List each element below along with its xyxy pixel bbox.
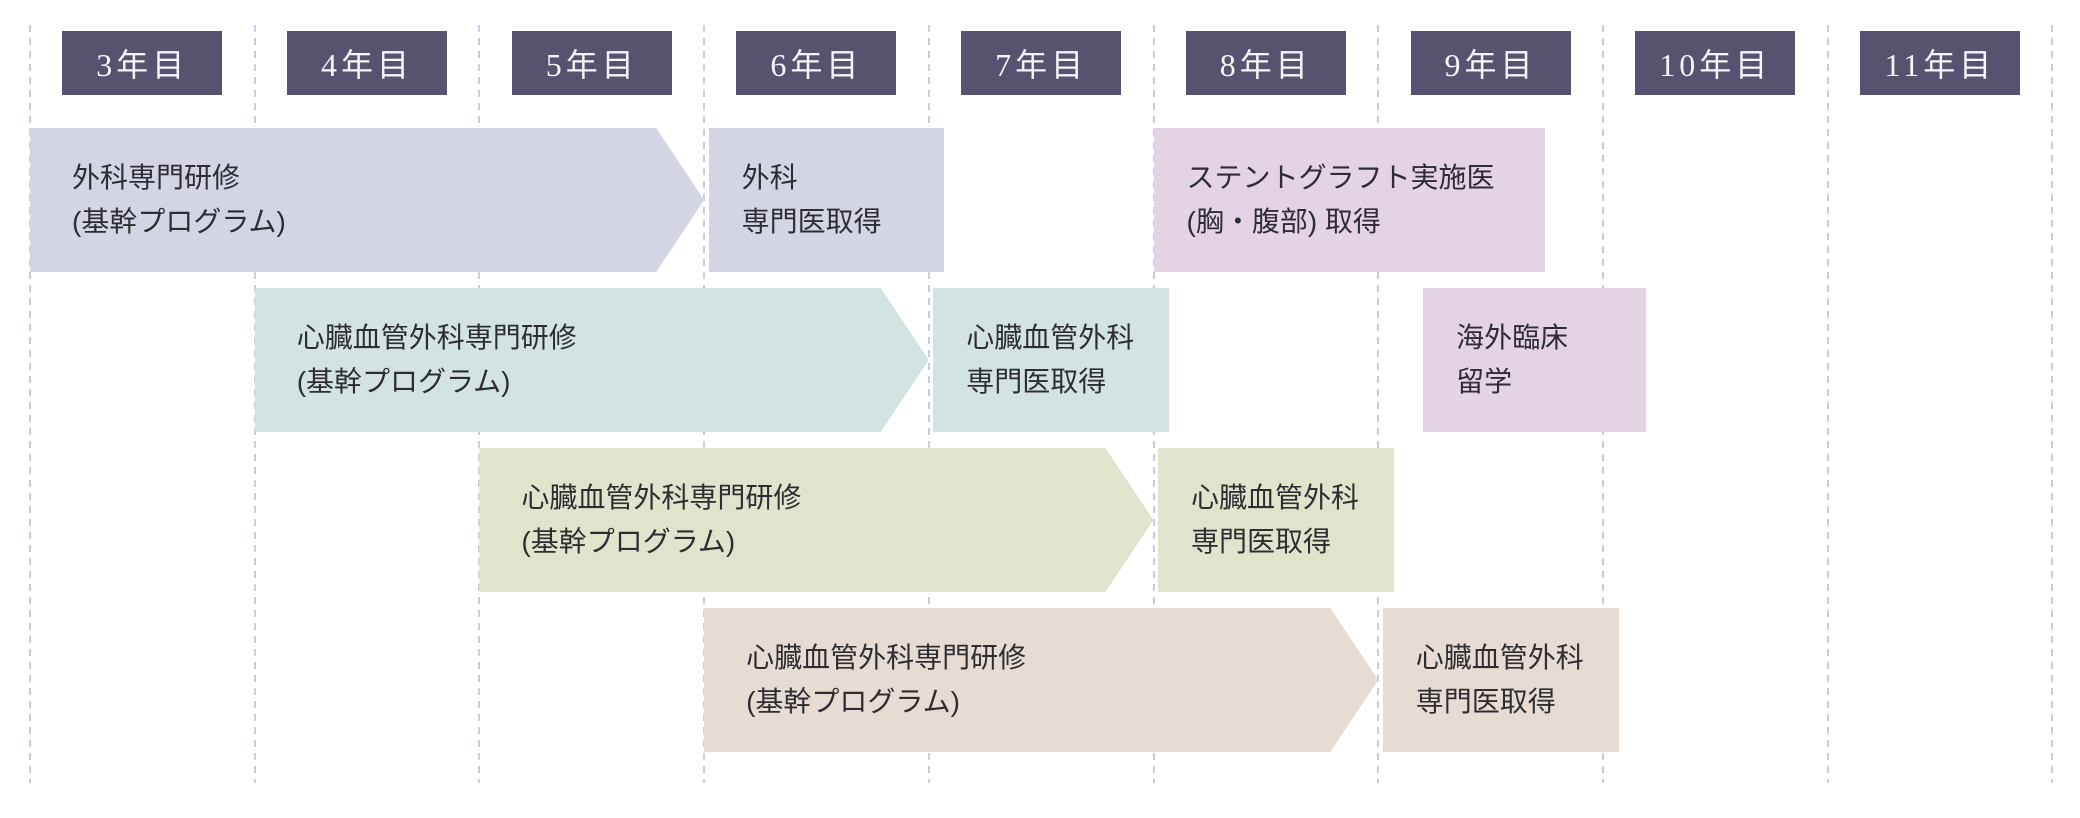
bar-label-line: 外科 <box>741 162 798 193</box>
bar-label-line: 心臓血管外科専門研修 <box>521 482 802 513</box>
year-header: 3年目 <box>62 31 223 95</box>
milestone-box: 心臓血管外科専門医取得 <box>933 288 1170 432</box>
bar-label-line: 心臓血管外科 <box>1415 642 1584 673</box>
year-gridline <box>1377 25 1380 783</box>
year-header: 4年目 <box>287 31 447 95</box>
bar-label-line: 専門医取得 <box>741 206 882 237</box>
bar-label-line: (基幹プログラム) <box>296 366 511 397</box>
milestone-box: 心臓血管外科専門医取得 <box>1382 608 1619 752</box>
training-arrow-bar: 心臓血管外科専門研修 (基幹プログラム) <box>479 448 1153 592</box>
year-header-label: 3年目 <box>96 47 189 83</box>
bar-label-line: 留学 <box>1456 366 1513 397</box>
year-header: 6年目 <box>736 31 897 95</box>
milestone-box: 外科専門医取得 <box>708 128 945 272</box>
bar-label-line: 外科専門研修 <box>72 162 241 193</box>
bar-label-line: 心臓血管外科専門研修 <box>746 642 1027 673</box>
year-header: 10年目 <box>1635 31 1796 95</box>
year-header: 7年目 <box>961 31 1122 95</box>
milestone-box: 心臓血管外科専門医取得 <box>1158 448 1394 592</box>
bar-label-line: 海外臨床 <box>1456 322 1569 353</box>
milestone-box: ステントグラフト実施医 (胸・腹部) 取得 <box>1153 128 1545 272</box>
year-header: 11年目 <box>1859 31 2020 95</box>
year-gridline <box>927 25 930 783</box>
year-header-label: 11年目 <box>1884 47 1996 83</box>
bar-label-line: ステントグラフト実施医 <box>1186 162 1495 193</box>
year-gridline <box>1826 25 1829 783</box>
year-header: 8年目 <box>1185 31 1346 95</box>
bar-label-line: 専門医取得 <box>966 366 1107 397</box>
bar-label-line: 専門医取得 <box>1415 686 1556 717</box>
bar-label-line: 心臓血管外科 <box>966 322 1135 353</box>
bar-label-line: (基幹プログラム) <box>72 206 286 237</box>
bar-label-line: 心臓血管外科専門研修 <box>296 322 577 353</box>
milestone-box: 海外臨床留学 <box>1423 288 1646 432</box>
year-header-label: 8年目 <box>1219 47 1312 83</box>
training-arrow-bar: 外科専門研修 (基幹プログラム) <box>30 128 704 272</box>
bar-label-line: 専門医取得 <box>1191 526 1332 557</box>
year-gridline <box>29 25 31 783</box>
bar-label-line: 心臓血管外科 <box>1191 482 1360 513</box>
year-header-label: 4年目 <box>320 47 413 83</box>
year-header-label: 5年目 <box>545 47 638 83</box>
bar-label-line: (基幹プログラム) <box>746 686 960 717</box>
year-gridline <box>2051 25 2054 783</box>
bar-label-line: (胸・腹部) 取得 <box>1186 206 1381 237</box>
year-header-label: 9年目 <box>1444 47 1537 83</box>
year-header-label: 10年目 <box>1659 47 1772 83</box>
year-header-label: 6年目 <box>770 47 863 83</box>
year-header: 9年目 <box>1410 31 1571 95</box>
year-header-label: 7年目 <box>995 47 1088 83</box>
bar-label-line: (基幹プログラム) <box>521 526 736 557</box>
year-header: 5年目 <box>511 31 672 95</box>
training-arrow-bar: 心臓血管外科専門研修 (基幹プログラム) <box>255 288 929 432</box>
training-arrow-bar: 心臓血管外科専門研修 (基幹プログラム) <box>704 608 1378 752</box>
